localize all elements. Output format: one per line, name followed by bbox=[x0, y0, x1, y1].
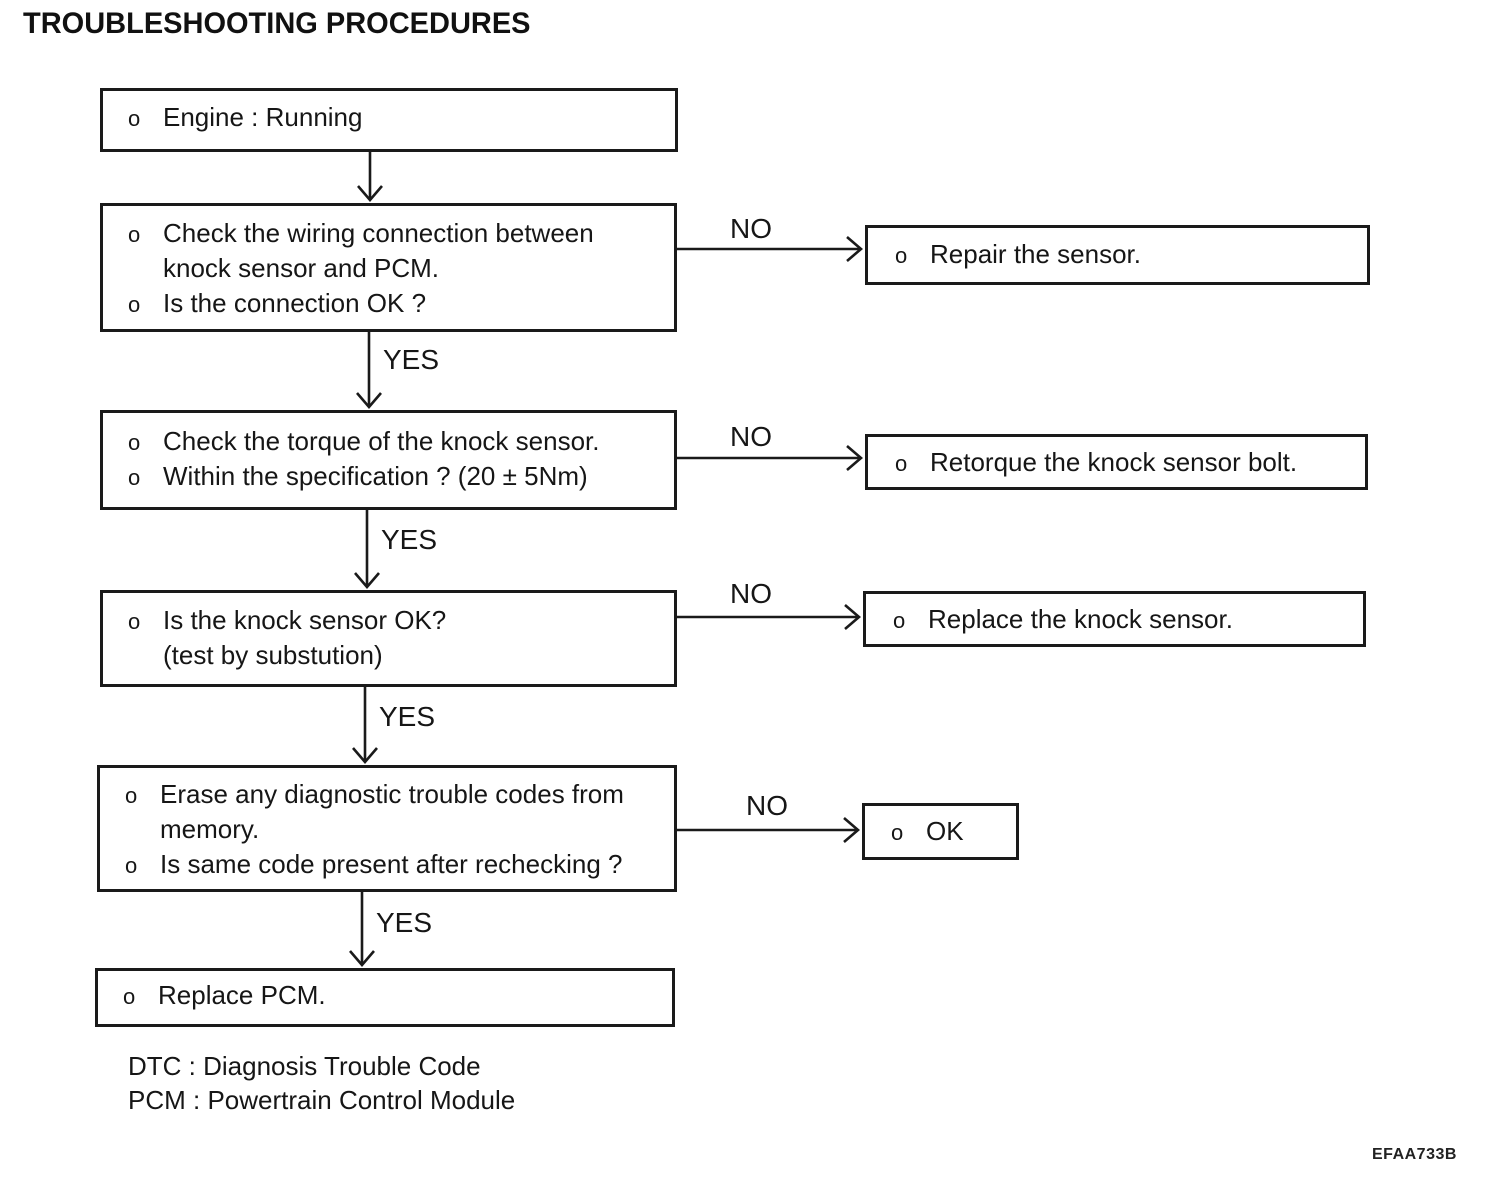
box-line: o Is the connection OK ? bbox=[128, 286, 668, 321]
box-line-text: Is same code present after rechecking ? bbox=[160, 849, 623, 879]
arrow-down-yes-2 bbox=[354, 510, 380, 589]
box-line: o OK bbox=[891, 814, 1010, 849]
box-line-text: Is the knock sensor OK? bbox=[163, 605, 447, 635]
yes-label-1: YES bbox=[383, 344, 440, 375]
arrow-right-no-2 bbox=[677, 445, 863, 471]
legend-dtc: DTC : Diagnosis Trouble Code bbox=[128, 1051, 481, 1081]
arrow-down-yes-4 bbox=[349, 892, 375, 967]
arrow-down-yes-3 bbox=[352, 687, 378, 764]
figure-code: EFAA733B bbox=[1372, 1146, 1457, 1163]
flow-box-retorque-bolt: o Retorque the knock sensor bolt. bbox=[865, 434, 1368, 490]
arrow-right-no-4 bbox=[677, 817, 860, 843]
arrow-down-yes-1 bbox=[356, 332, 382, 409]
box-line: memory. bbox=[125, 812, 668, 847]
flow-box-engine-running: o Engine : Running bbox=[100, 88, 678, 152]
bullet: o bbox=[891, 820, 904, 845]
yes-label-2: YES bbox=[381, 524, 438, 555]
flow-box-check-torque: o Check the torque of the knock sensor. … bbox=[100, 410, 677, 510]
bullet: o bbox=[128, 465, 141, 490]
box-line: (test by substution) bbox=[128, 638, 668, 673]
box-line-text: Replace the knock sensor. bbox=[928, 604, 1233, 634]
page-title: TROUBLESHOOTING PROCEDURES bbox=[23, 7, 531, 41]
arrow-right-no-3 bbox=[677, 604, 861, 630]
box-line-text: Engine : Running bbox=[163, 102, 363, 132]
box-line: o Check the torque of the knock sensor. bbox=[128, 424, 668, 459]
flow-box-replace-knock-sensor: o Replace the knock sensor. bbox=[863, 591, 1366, 647]
box-line: o Retorque the knock sensor bolt. bbox=[895, 445, 1359, 480]
box-line-text: Retorque the knock sensor bolt. bbox=[930, 447, 1298, 477]
box-line-text: knock sensor and PCM. bbox=[163, 253, 440, 283]
bullet: o bbox=[123, 984, 136, 1009]
box-line-text: Replace PCM. bbox=[158, 980, 326, 1010]
flow-box-check-wiring: o Check the wiring connection between kn… bbox=[100, 203, 677, 332]
flow-box-ok: o OK bbox=[862, 803, 1019, 860]
arrow-right-no-1 bbox=[677, 236, 863, 262]
bullet: o bbox=[128, 222, 141, 247]
box-line-text: Is the connection OK ? bbox=[163, 288, 427, 318]
flow-box-knock-sensor-ok: o Is the knock sensor OK? (test by subst… bbox=[100, 590, 677, 687]
legend-pcm: PCM : Powertrain Control Module bbox=[128, 1085, 516, 1115]
bullet: o bbox=[125, 783, 138, 808]
bullet: o bbox=[128, 430, 141, 455]
flow-box-replace-pcm: o Replace PCM. bbox=[95, 968, 675, 1027]
flow-box-repair-sensor: o Repair the sensor. bbox=[865, 225, 1370, 285]
box-line-text: Check the torque of the knock sensor. bbox=[163, 426, 600, 456]
bullet: o bbox=[125, 853, 138, 878]
box-line: o Repair the sensor. bbox=[895, 237, 1361, 272]
bullet: o bbox=[128, 292, 141, 317]
box-line: o Is the knock sensor OK? bbox=[128, 603, 668, 638]
box-line-text: OK bbox=[926, 816, 964, 846]
bullet: o bbox=[893, 608, 906, 633]
no-label-3: NO bbox=[730, 578, 772, 609]
arrow-down-1 bbox=[357, 151, 383, 202]
box-line: o Replace the knock sensor. bbox=[893, 602, 1357, 637]
bullet: o bbox=[128, 106, 141, 131]
no-label-1: NO bbox=[730, 213, 772, 244]
flow-box-erase-dtc: o Erase any diagnostic trouble codes fro… bbox=[97, 765, 677, 892]
box-line: o Replace PCM. bbox=[123, 978, 666, 1013]
bullet: o bbox=[128, 609, 141, 634]
box-line: knock sensor and PCM. bbox=[128, 251, 668, 286]
box-line-text: Repair the sensor. bbox=[930, 239, 1142, 269]
box-line-text: memory. bbox=[160, 814, 260, 844]
bullet: o bbox=[895, 243, 908, 268]
box-line-text: Erase any diagnostic trouble codes from bbox=[160, 779, 624, 809]
box-line: o Is same code present after rechecking … bbox=[125, 847, 668, 882]
box-line-text: (test by substution) bbox=[163, 640, 383, 670]
no-label-4: NO bbox=[746, 790, 788, 821]
box-line: o Check the wiring connection between bbox=[128, 216, 668, 251]
no-label-2: NO bbox=[730, 421, 772, 452]
box-line-text: Within the specification ? (20 ± 5Nm) bbox=[163, 461, 588, 491]
yes-label-3: YES bbox=[379, 701, 436, 732]
box-line: o Within the specification ? (20 ± 5Nm) bbox=[128, 459, 668, 494]
box-line: o Engine : Running bbox=[128, 100, 669, 135]
yes-label-4: YES bbox=[376, 907, 433, 938]
bullet: o bbox=[895, 451, 908, 476]
box-line: o Erase any diagnostic trouble codes fro… bbox=[125, 777, 668, 812]
box-line-text: Check the wiring connection between bbox=[163, 218, 594, 248]
